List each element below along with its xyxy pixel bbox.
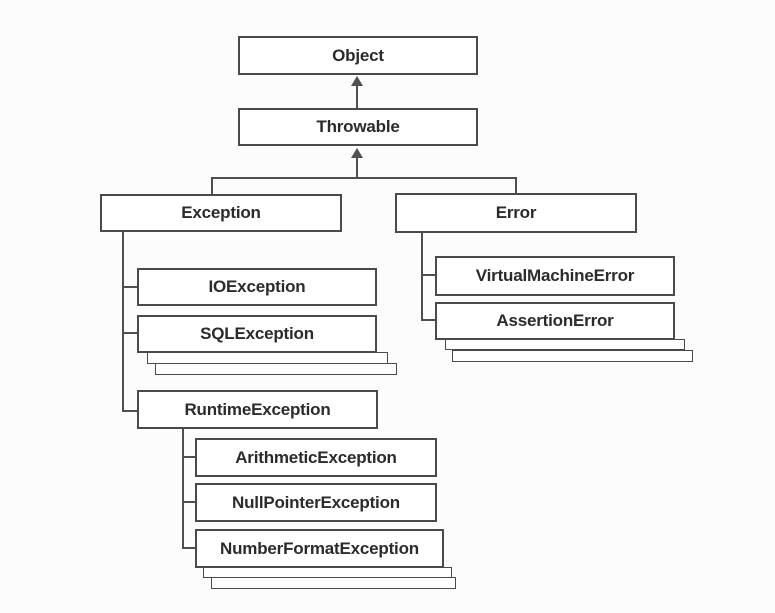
node-numberformatexception: NumberFormatException (195, 529, 444, 568)
edge-exception-ioexception (122, 286, 138, 288)
node-exception-label: Exception (181, 203, 261, 222)
edge-drop-exception (211, 177, 213, 195)
node-arithmeticexception: ArithmeticException (195, 438, 437, 477)
node-numberformatexception-label: NumberFormatException (220, 538, 419, 558)
runtimeexception-stacked-box-2 (211, 577, 456, 589)
edge-branch-throwable (356, 157, 358, 179)
node-runtimeexception-label: RuntimeException (184, 399, 331, 419)
edge-error-virtualmachineerror (421, 274, 436, 276)
edge-drop-error (515, 177, 517, 194)
node-ioexception: IOException (137, 268, 377, 306)
arrowhead-to-throwable-icon (351, 148, 363, 158)
edge-exception-runtimeexception (122, 410, 138, 412)
node-assertionerror: AssertionError (435, 302, 675, 340)
node-throwable-label: Throwable (316, 117, 400, 136)
edge-error-spine (421, 232, 423, 321)
edge-throwable-object (356, 85, 358, 108)
sqlexception-stacked-box-2 (155, 363, 397, 375)
edge-runtime-spine (182, 428, 184, 549)
node-nullpointerexception-label: NullPointerException (232, 492, 400, 512)
node-throwable: Throwable (238, 108, 478, 146)
error-stacked-box-1 (445, 339, 685, 350)
node-virtualmachineerror-label: VirtualMachineError (475, 266, 635, 285)
node-runtimeexception: RuntimeException (137, 390, 378, 429)
edge-runtime-arithmetic (182, 456, 196, 458)
node-sqlexception: SQLException (137, 315, 377, 353)
node-assertionerror-label: AssertionError (496, 311, 614, 330)
node-object: Object (238, 36, 478, 75)
error-stacked-box-2 (452, 350, 693, 362)
edge-branch-horizontal (211, 177, 517, 179)
node-sqlexception-label: SQLException (200, 324, 314, 343)
edge-error-assertionerror (421, 319, 436, 321)
node-object-label: Object (332, 45, 384, 65)
node-error: Error (395, 193, 637, 233)
edge-runtime-numberformat (182, 547, 196, 549)
edge-runtime-nullpointer (182, 501, 196, 503)
edge-exception-spine (122, 231, 124, 412)
node-arithmeticexception-label: ArithmeticException (235, 447, 397, 467)
arrowhead-to-object-icon (351, 76, 363, 86)
node-nullpointerexception: NullPointerException (195, 483, 437, 522)
edge-exception-sqlexception (122, 332, 138, 334)
node-error-label: Error (495, 203, 537, 222)
node-exception: Exception (100, 194, 342, 232)
node-ioexception-label: IOException (208, 277, 306, 296)
node-virtualmachineerror: VirtualMachineError (435, 256, 675, 296)
